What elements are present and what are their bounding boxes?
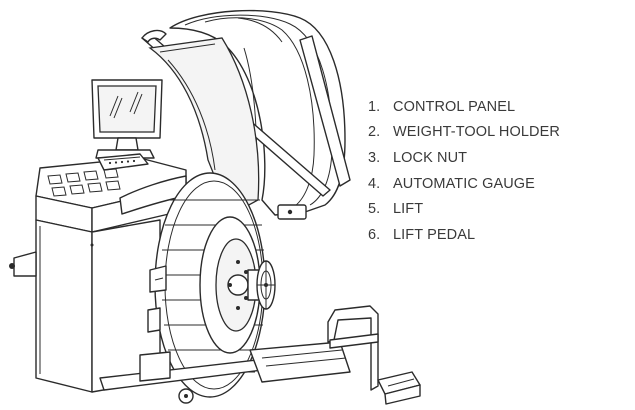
legend-item-automatic-gauge: 4. AUTOMATIC GAUGE (368, 171, 560, 197)
component-legend: 1. CONTROL PANEL 2. WEIGHT-TOOL HOLDER 3… (368, 94, 560, 248)
legend-number: 4. (368, 175, 381, 192)
control-panel-monitor (91, 79, 163, 159)
legend-number: 5. (368, 201, 381, 218)
lift-handle (327, 305, 379, 391)
cabinet (9, 219, 161, 393)
lock-nut (247, 260, 276, 310)
weight-tool-holder (35, 153, 187, 233)
automatic-gauge (147, 265, 167, 333)
legend-number: 6. (368, 226, 381, 243)
wheel-guard (141, 9, 351, 220)
legend-label: LOCK NUT (393, 149, 468, 166)
legend-label: AUTOMATIC GAUGE (393, 175, 535, 192)
legend-item-lock-nut: 3. LOCK NUT (368, 145, 560, 171)
lift (99, 341, 351, 404)
legend-item-lift: 5. LIFT (368, 196, 560, 222)
legend-number: 1. (368, 98, 381, 115)
legend-label: WEIGHT-TOOL HOLDER (393, 124, 560, 141)
legend-number: 3. (368, 149, 381, 166)
legend-label: LIFT PEDAL (393, 226, 476, 243)
legend-item-weight-tool-holder: 2. WEIGHT-TOOL HOLDER (368, 120, 560, 146)
lift-pedal (377, 371, 421, 405)
legend-number: 2. (368, 124, 381, 141)
legend-label: CONTROL PANEL (393, 98, 516, 115)
tire-wheel (154, 172, 266, 398)
legend-item-lift-pedal: 6. LIFT PEDAL (368, 222, 560, 248)
legend-item-control-panel: 1. CONTROL PANEL (368, 94, 560, 120)
legend-label: LIFT (393, 201, 424, 218)
